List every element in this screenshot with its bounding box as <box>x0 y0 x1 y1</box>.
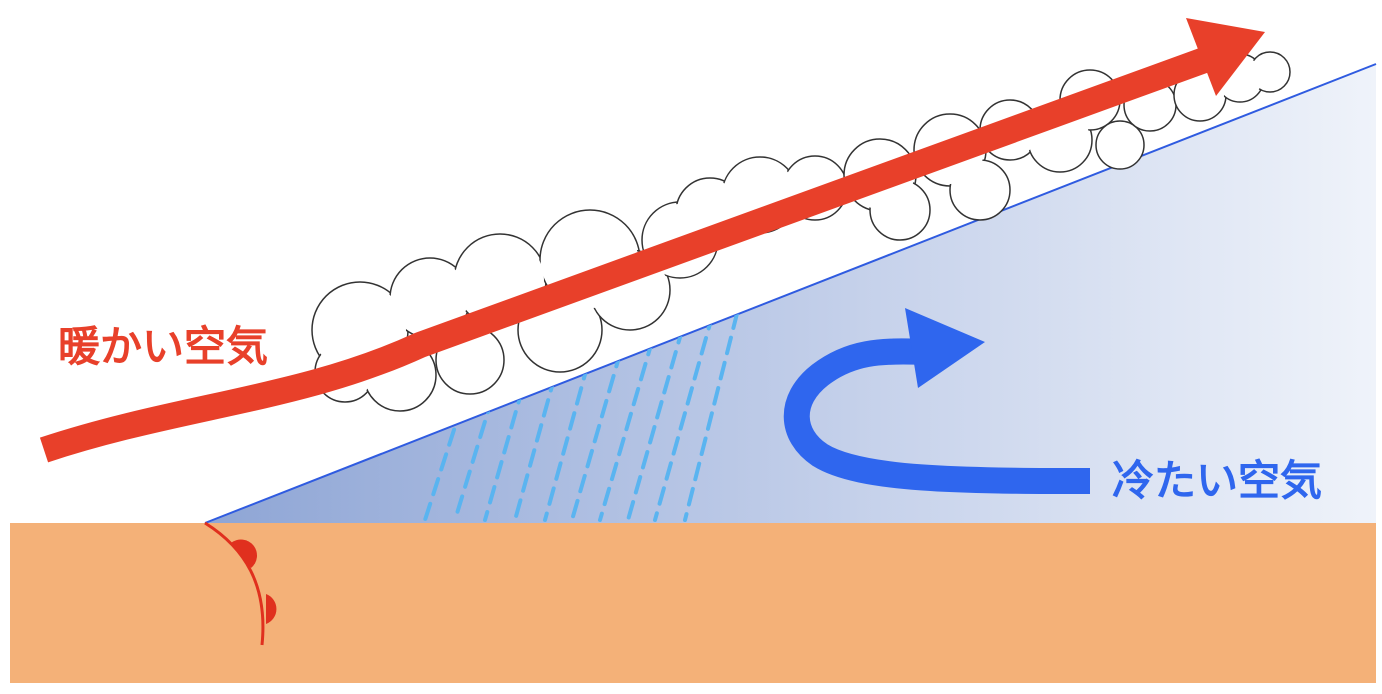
warm-front-semicircle <box>231 539 258 568</box>
warm-air-arrow-shaft <box>39 45 1215 463</box>
frontal-surface-line <box>204 63 1377 524</box>
cold-air-arrow-shaft <box>783 338 1091 494</box>
ground <box>10 523 1376 683</box>
warm-air-arrow-head <box>1186 18 1265 96</box>
warm-front-semicircle <box>266 594 277 624</box>
warm-front-symbol-line <box>204 521 265 646</box>
warm-air-label: 暖かい空気 <box>58 322 269 371</box>
cold-air-arrow-head <box>905 308 985 388</box>
cold-air-label: 冷たい空気 <box>1112 456 1323 505</box>
